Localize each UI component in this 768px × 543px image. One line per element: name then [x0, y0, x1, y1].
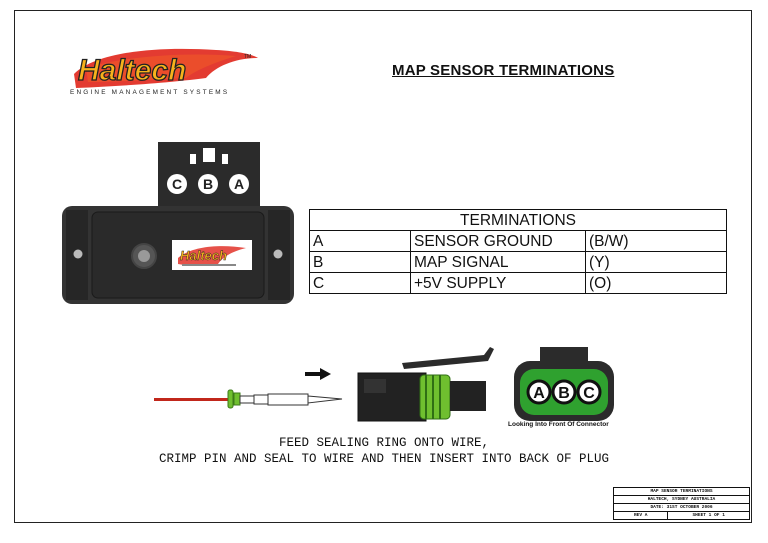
sensor-pin-label-c: C — [172, 176, 182, 192]
wire-seal-pin-illustration — [154, 389, 343, 409]
logo-wordmark: Haltech — [78, 54, 186, 87]
connector-front-caption: Looking Into Front Of Connector — [508, 421, 609, 428]
function-cell: SENSOR GROUND — [410, 230, 586, 252]
drawing-sheet — [14, 10, 752, 523]
colour-cell: (Y) — [585, 251, 727, 273]
table-row: A SENSOR GROUND (B/W) — [309, 230, 727, 252]
sensor-label-brand: Haltech — [180, 248, 227, 263]
terminations-table: TERMINATIONS A SENSOR GROUND (B/W) B MAP… — [309, 209, 727, 294]
pin-cell: A — [309, 230, 411, 252]
plug-seal-icon — [419, 374, 451, 420]
terminations-header-row: TERMINATIONS — [309, 209, 727, 231]
wire-icon — [154, 398, 230, 401]
connector-plug-illustration — [357, 347, 494, 422]
title-block-rev: REV A — [612, 511, 669, 520]
function-cell: MAP SIGNAL — [410, 251, 586, 273]
logo-tagline: ENGINE MANAGEMENT SYSTEMS — [70, 89, 229, 96]
title-block: MAP SENSOR TERMINATIONS HALTECH, SYDNEY … — [612, 487, 750, 520]
sensor-pin-label-a: A — [234, 176, 244, 192]
haltech-logo: Haltech TM ENGINE MANAGEMENT SYSTEMS — [70, 48, 258, 96]
page-title: MAP SENSOR TERMINATIONS — [392, 62, 615, 79]
function-cell: +5V SUPPLY — [410, 272, 586, 294]
connector-front-illustration: A B C — [514, 347, 614, 421]
front-pin-label-c: C — [583, 385, 595, 402]
mounting-hole-right-icon — [273, 249, 283, 259]
table-row: C +5V SUPPLY (O) — [309, 272, 727, 294]
instruction-line-1: FEED SEALING RING ONTO WIRE, — [278, 436, 490, 450]
title-block-title: MAP SENSOR TERMINATIONS — [613, 487, 750, 496]
colour-cell: (B/W) — [585, 230, 727, 252]
pin-cell: B — [309, 251, 411, 273]
instruction-line-2: CRIMP PIN AND SEAL TO WIRE AND THEN INSE… — [158, 452, 610, 466]
terminations-header: TERMINATIONS — [309, 209, 727, 231]
colour-cell: (O) — [585, 272, 727, 294]
insert-arrow-icon — [305, 368, 331, 380]
front-pin-label-a: A — [533, 385, 545, 402]
logo-trademark: TM — [244, 54, 251, 60]
title-block-date: DATE: 31ST OCTOBER 2006 — [613, 503, 750, 512]
title-block-sheet: SHEET 1 OF 1 — [667, 511, 750, 520]
crimp-pin-icon — [239, 395, 255, 404]
map-sensor-illustration: C B A Haltech — [62, 142, 294, 304]
front-pin-label-b: B — [558, 385, 570, 402]
pin-cell: C — [309, 272, 411, 294]
mounting-hole-left-icon — [73, 249, 83, 259]
table-row: B MAP SIGNAL (Y) — [309, 251, 727, 273]
title-block-company: HALTECH, SYDNEY AUSTRALIA — [613, 495, 750, 504]
sensor-pin-label-b: B — [203, 176, 213, 192]
sealing-ring-icon — [227, 389, 234, 409]
